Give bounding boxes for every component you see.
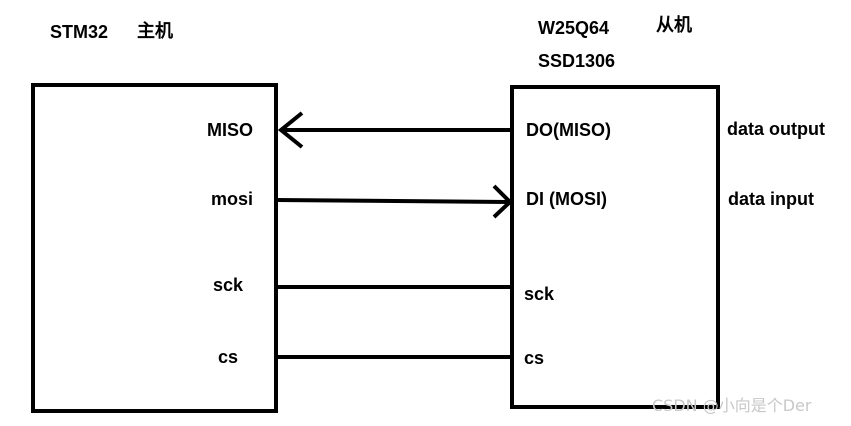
slave-pin-cs: cs (524, 348, 545, 368)
slave-box (510, 85, 720, 409)
master-pin-miso: MISO (207, 120, 254, 140)
master-role-label: 主机 (137, 21, 173, 42)
mosi-line (275, 198, 509, 204)
miso-arrowhead (277, 111, 304, 149)
master-pin-sck: sck (213, 275, 244, 295)
annotation-data-output: data output (727, 119, 825, 139)
slave-chip-label-2: SSD1306 (538, 51, 616, 71)
annotation-data-input: data input (728, 189, 814, 209)
master-pin-cs: cs (218, 347, 239, 367)
master-box (31, 83, 278, 413)
slave-pin-di: DI (MOSI) (526, 189, 607, 209)
master-chip-label: STM32 (50, 22, 109, 42)
slave-pin-sck: sck (524, 284, 555, 304)
master-pin-mosi: mosi (211, 189, 254, 209)
slave-pin-do: DO(MISO) (526, 120, 611, 140)
mosi-arrowhead (492, 184, 513, 219)
slave-role-label: 从机 (656, 15, 692, 36)
watermark: CSDN @小向是个Der (652, 396, 812, 415)
slave-chip-label-1: W25Q64 (538, 18, 610, 38)
